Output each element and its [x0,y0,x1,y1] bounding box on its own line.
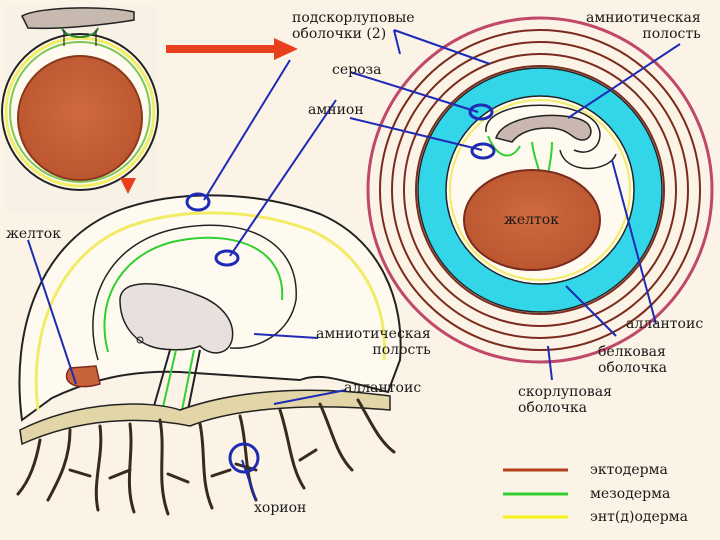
right-allantois [559,149,617,170]
early-embryo-disc [21,7,135,30]
label-allantois-right: аллантоис [626,316,704,332]
label-amnion: амнион [308,102,364,118]
pointer-lines [27,29,681,501]
chorion-layer [19,389,391,446]
down-arrow [120,178,136,194]
label-subshell-membranes: подскорлуповые оболочки (2) [292,10,415,42]
shell-ring-outer [366,16,714,364]
label-allantois-left: аллантоис [344,380,422,396]
legend-ectoderm: эктодерма [590,462,668,478]
label-albumen: белковая оболочка [598,344,667,376]
serosa-band [418,68,662,312]
right-yolk [463,169,601,271]
chorionic-villi [16,398,396,516]
label-amniotic-cavity-top: амниотическая полость [586,10,701,42]
legend-mesoderm: мезодерма [590,486,671,502]
right-embryo [495,114,592,143]
pointer-ellipses [185,103,496,474]
label-chorion: хорион [254,500,307,516]
label-yolk-left: желток [6,226,61,242]
label-shell-membrane: скорлуповая оболочка [518,384,612,416]
label-yolk-right: желток [504,212,559,228]
label-serosa: сероза [332,62,382,78]
transition-arrow [166,38,298,60]
early-egg-yolk [17,55,143,181]
label-amniotic-cavity-bottom: амниотическая полость [316,326,431,358]
early-stage-egg [1,5,159,213]
legend-swatches [503,468,568,519]
left-amnion-fold [92,224,297,361]
legend-endoderm: энт(д)одерма [590,509,688,525]
right-egg [366,16,714,364]
left-egg [16,194,402,516]
left-embryo [119,283,234,354]
